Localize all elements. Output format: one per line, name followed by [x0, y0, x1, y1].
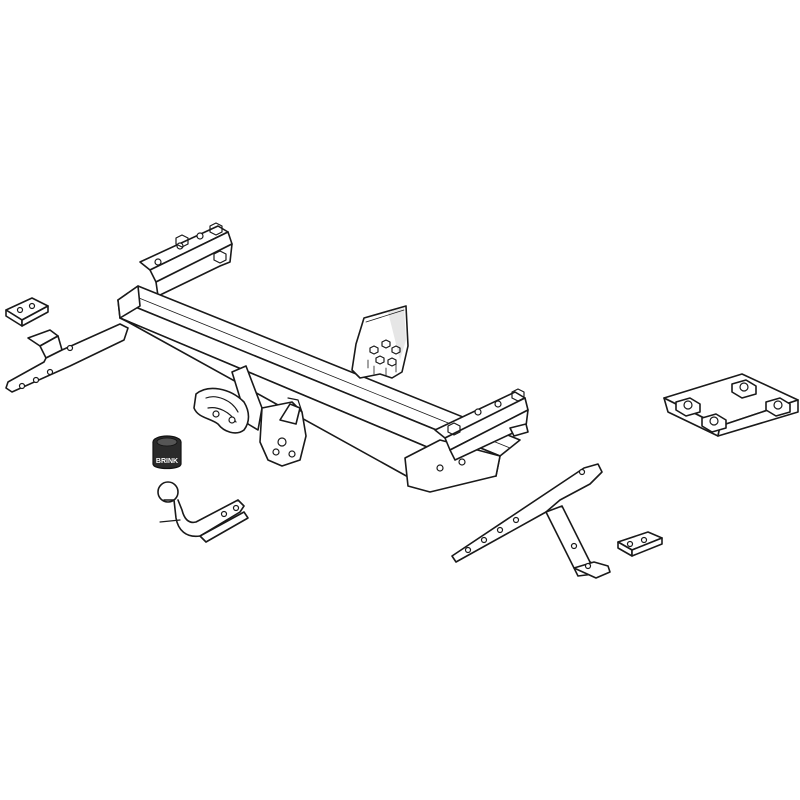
center-mount [231, 365, 307, 467]
tow-ball [157, 481, 249, 543]
left-upper-bracket [139, 222, 233, 297]
crossbar [117, 285, 521, 493]
right-upper-bracket [434, 388, 529, 461]
left-side-arm [5, 323, 129, 393]
nut-plate [663, 373, 799, 437]
right-side-arm [451, 463, 611, 579]
cap-brand-label: BRINK [156, 458, 178, 465]
right-small-plate [617, 531, 663, 557]
bolt-bag [351, 305, 409, 379]
left-small-plate [5, 297, 49, 327]
socket-cap: BRINK [152, 435, 182, 470]
hook-clip [193, 387, 250, 434]
